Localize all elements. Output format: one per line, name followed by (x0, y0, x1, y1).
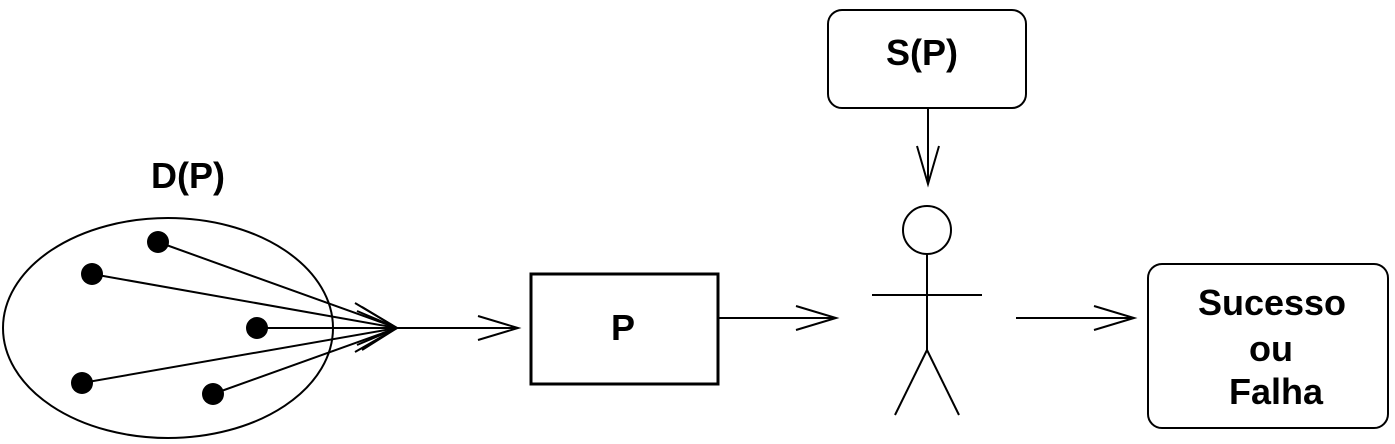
input-ray (212, 327, 398, 395)
domain-group: D(P) (2, 155, 400, 439)
program-box: P (529, 272, 720, 386)
outcome-label-line1: Sucesso (1198, 282, 1346, 323)
outcome-rect (1147, 263, 1389, 429)
arrow-specification-to-tester (916, 108, 940, 188)
outcome-label-line3: Falha (1229, 371, 1324, 412)
specification-label: S(P) (886, 32, 958, 73)
input-ray (91, 273, 398, 329)
stick-figure-person-icon (872, 205, 982, 416)
program-rect (529, 272, 720, 386)
input-ray (157, 241, 398, 329)
outcome-label-line2: ou (1249, 328, 1293, 369)
arrow-tester-to-outcome (1016, 305, 1138, 331)
specification-box: S(P) (827, 9, 1027, 109)
arrow-domain-to-program (397, 315, 522, 341)
input-ray (81, 327, 398, 384)
domain-label: D(P) (151, 155, 225, 196)
outcome-box: Sucesso ou Falha (1147, 263, 1389, 429)
program-label: P (611, 307, 635, 348)
arrow-program-to-tester (718, 305, 840, 331)
